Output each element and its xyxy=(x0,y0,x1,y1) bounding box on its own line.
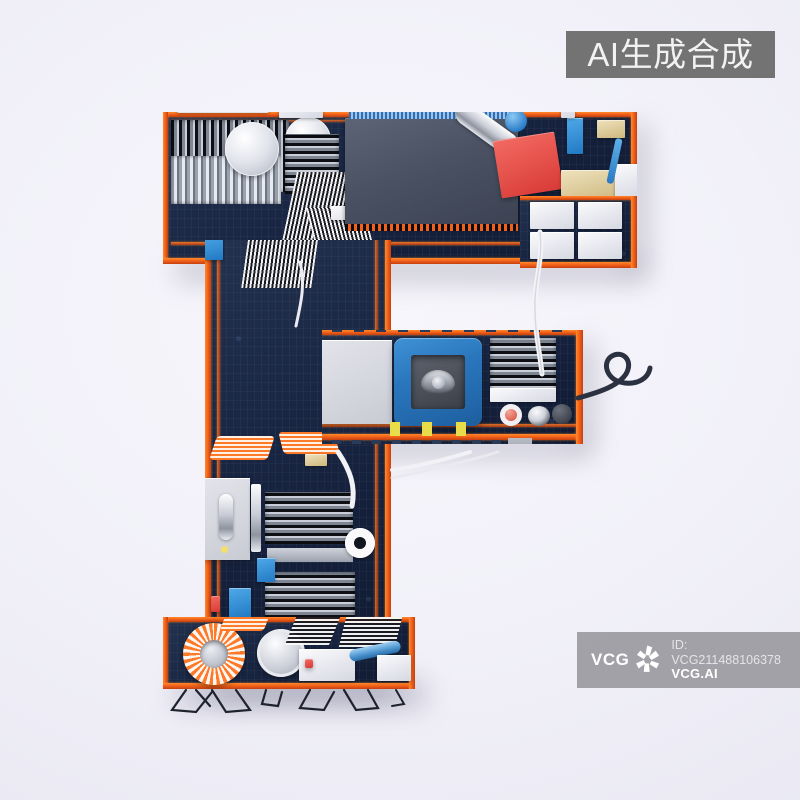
black-dome xyxy=(528,406,550,426)
relay-cylinder xyxy=(219,494,233,540)
red-square-chip xyxy=(492,131,564,199)
vcg-logo: VCG xyxy=(591,643,665,677)
round-cap-a xyxy=(225,122,279,176)
vcg-image-id: ID: VCG211488106378 xyxy=(671,638,781,667)
orange-toroid-coil xyxy=(183,623,245,685)
red-toroid-small xyxy=(500,404,522,426)
gray-tab-bottom xyxy=(508,438,532,444)
black-fin-heatsink-upper xyxy=(265,492,353,544)
silver-capacitor-top xyxy=(177,112,269,113)
vcg-watermark-text: ID: VCG211488106378 VCG.AI xyxy=(671,638,800,682)
white-tab-top xyxy=(561,112,575,118)
white-chip-base-right xyxy=(377,655,411,681)
vcg-ai-label: VCG.AI xyxy=(671,665,718,681)
blue-bracket-right xyxy=(567,118,583,154)
eye-pupil xyxy=(432,376,445,389)
dot-grid-panel xyxy=(322,340,392,424)
red-led-stem xyxy=(211,596,220,612)
yellow-clip-2 xyxy=(422,422,432,436)
orange-wire-bundle xyxy=(209,436,275,460)
gold-pad-stem xyxy=(305,454,327,466)
module-contact-strip xyxy=(345,224,518,231)
blue-edge-strip xyxy=(349,112,515,119)
white-chip-quad-2 xyxy=(578,202,622,229)
ai-generated-badge: AI生成合成 xyxy=(566,31,775,78)
blue-chip-stem-mid xyxy=(229,588,251,618)
white-chip-quad-4 xyxy=(578,232,622,259)
vertical-silver-strip xyxy=(251,484,261,552)
blue-chip-stem-mid-2 xyxy=(257,558,275,582)
white-ring-port xyxy=(345,528,375,558)
red-mini-chip xyxy=(305,659,313,668)
dark-dome-right xyxy=(552,404,572,424)
white-bracket-top xyxy=(279,112,323,118)
comb-heatsink-right xyxy=(490,338,556,394)
top-connector-teeth xyxy=(332,330,562,332)
blue-chip-stem-top xyxy=(205,240,223,260)
yellow-clip-3 xyxy=(456,422,466,436)
segment-bottom-base xyxy=(163,617,415,689)
blue-cpu-socket xyxy=(394,338,482,426)
heatsink-label-strip xyxy=(267,548,353,562)
blue-sphere xyxy=(505,112,527,132)
bottom-connector-teeth xyxy=(332,440,532,444)
white-chip-quad-1 xyxy=(530,202,574,229)
segment-middle-arm xyxy=(322,330,583,444)
white-chip-quad-3 xyxy=(530,232,574,259)
ribbon-cable-stem xyxy=(241,240,319,288)
gold-pad-right xyxy=(597,120,625,138)
ai-badge-label: AI生成合成 xyxy=(587,36,754,73)
orange-wire-base xyxy=(219,617,271,631)
vcg-watermark: VCG ID: VCG211488106378 VCG.AI xyxy=(577,632,800,688)
relay-led xyxy=(221,546,228,553)
heatsink-base-right xyxy=(490,388,556,402)
vcg-burst-icon xyxy=(636,645,660,672)
vcg-wordmark: VCG xyxy=(591,650,630,669)
segment-top-arm-foot xyxy=(520,196,637,268)
gold-connector-end xyxy=(615,164,637,198)
yellow-clip-1 xyxy=(390,422,400,436)
